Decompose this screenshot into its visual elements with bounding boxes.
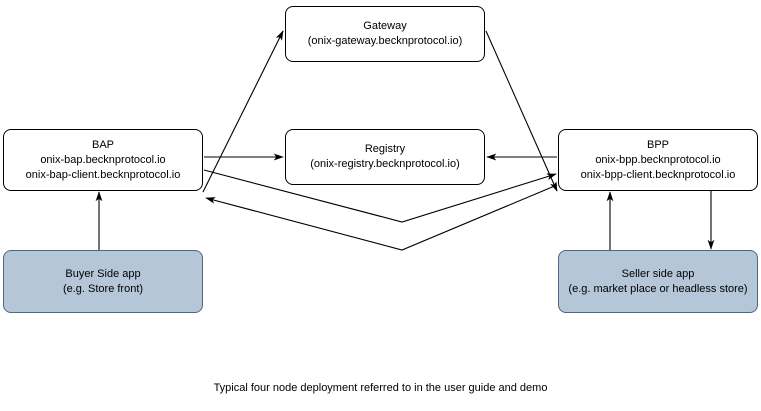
node-gateway-title: Gateway xyxy=(363,20,407,32)
node-bap[interactable]: BAP onix-bap.becknprotocol.io onix-bap-c… xyxy=(3,129,203,191)
node-seller-subtitle: (e.g. market place or headless store) xyxy=(568,282,748,295)
node-registry[interactable]: Registry (onix-registry.becknprotocol.io… xyxy=(285,129,485,185)
node-seller-side-app[interactable]: Seller side app (e.g. market place or he… xyxy=(558,250,758,313)
edge-bpp-to-bap xyxy=(205,184,558,251)
node-registry-subtitle: (onix-registry.becknprotocol.io) xyxy=(310,158,460,170)
node-bpp-client-host: onix-bpp-client.becknprotocol.io xyxy=(580,168,736,181)
node-bap-host: onix-bap.becknprotocol.io xyxy=(40,153,166,166)
node-bap-title: BAP xyxy=(91,138,114,151)
node-bpp[interactable]: BPP onix-bpp.becknprotocol.io onix-bpp-c… xyxy=(558,129,758,191)
node-seller-title: Seller side app xyxy=(621,267,695,280)
node-gateway-subtitle: (onix-gateway.becknprotocol.io) xyxy=(307,35,463,47)
node-buyer-side-app[interactable]: Buyer Side app (e.g. Store front) xyxy=(3,250,203,313)
node-registry-title: Registry xyxy=(364,143,406,155)
node-buyer-subtitle: (e.g. Store front) xyxy=(62,282,144,295)
node-bpp-host: onix-bpp.becknprotocol.io xyxy=(595,153,721,166)
node-gateway[interactable]: Gateway (onix-gateway.becknprotocol.io) xyxy=(285,6,485,62)
node-bap-client-host: onix-bap-client.becknprotocol.io xyxy=(25,168,181,181)
edge-bap-to-gateway xyxy=(202,30,284,193)
node-buyer-title: Buyer Side app xyxy=(65,267,141,280)
node-bpp-title: BPP xyxy=(646,138,669,151)
edge-gateway-to-bpp xyxy=(485,30,558,192)
diagram-caption: Typical four node deployment referred to… xyxy=(213,382,548,394)
edge-bap-to-bpp xyxy=(203,169,557,223)
